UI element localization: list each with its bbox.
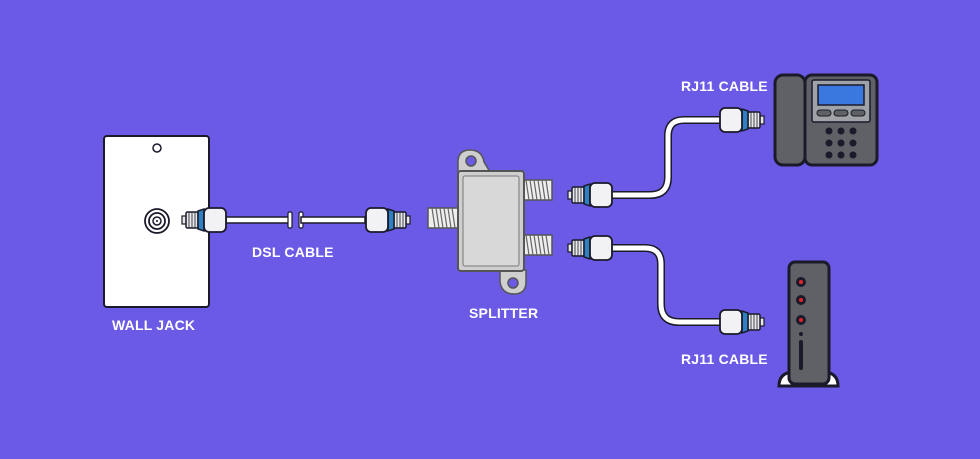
rj11-cable-bottom-label: RJ11 CABLE — [681, 351, 768, 367]
wall-jack-label: WALL JACK — [112, 317, 196, 333]
dsl-cable — [181, 207, 411, 233]
dsl-cable-label: DSL CABLE — [252, 244, 334, 260]
rj11-cable-top-label: RJ11 CABLE — [681, 78, 768, 94]
rj11-cable-bottom — [567, 235, 765, 335]
cable-connector-icon — [365, 207, 411, 233]
splitter — [427, 149, 553, 295]
status-led-icon — [796, 277, 806, 325]
rj11-cable-top — [567, 107, 765, 208]
cable-connector-icon — [567, 235, 613, 261]
cable-connector-icon — [719, 309, 765, 335]
telephone-icon — [773, 73, 879, 167]
coax-port-icon — [144, 208, 170, 234]
cable-connector-icon — [567, 182, 613, 208]
cable-connector-icon — [181, 207, 227, 233]
cable-connector-icon — [719, 107, 765, 133]
modem-icon — [777, 260, 840, 388]
splitter-label: SPLITTER — [469, 305, 539, 321]
